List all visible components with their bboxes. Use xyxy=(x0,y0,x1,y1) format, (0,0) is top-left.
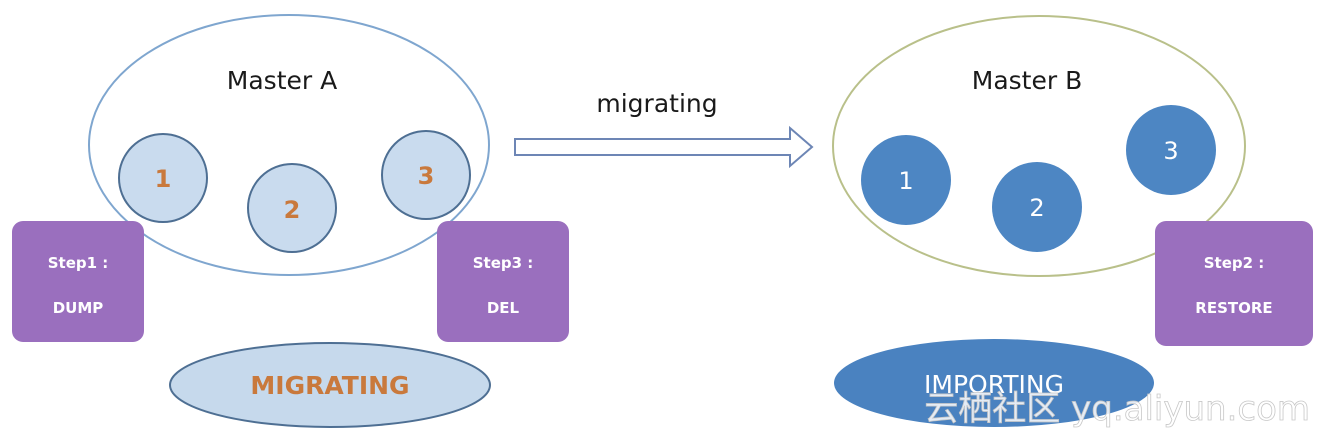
master-a-slot-2: 2 xyxy=(247,163,337,253)
master-a-slot-1: 1 xyxy=(118,133,208,223)
step2-action: RESTORE xyxy=(1195,299,1272,317)
master-b-title: Master B xyxy=(972,66,1082,95)
step1-box-shape xyxy=(12,221,144,342)
step3-action: DEL xyxy=(487,299,520,317)
master-a-node: Master A 1 2 3 xyxy=(88,14,490,276)
importing-pill xyxy=(834,339,1154,427)
master-b-slot-2: 2 xyxy=(992,162,1082,252)
master-a-slot-1-label: 1 xyxy=(155,165,172,193)
step2-label: Step2 : xyxy=(1204,254,1265,272)
master-a-slot-1-circle xyxy=(118,133,208,223)
master-a-title: Master A xyxy=(227,66,337,95)
hollow-arrow-icon xyxy=(514,125,814,169)
master-a-slot-3-circle xyxy=(381,130,471,220)
master-b-node: Master B 1 2 3 xyxy=(832,15,1246,277)
master-b-slot-2-circle xyxy=(992,162,1082,252)
step1-label: Step1 : xyxy=(48,254,109,272)
step3-box-shape xyxy=(437,221,569,342)
step1-action: DUMP xyxy=(53,299,104,317)
master-b-slot-3: 3 xyxy=(1126,105,1216,195)
migrating-state: MIGRATING xyxy=(169,342,491,428)
master-b-outline xyxy=(832,15,1246,277)
master-b-slot-3-circle xyxy=(1126,105,1216,195)
master-a-slot-2-circle xyxy=(247,163,337,253)
step2-box-shape xyxy=(1155,221,1313,346)
watermark-text: 云栖社区 yq.aliyun.com xyxy=(924,389,1310,429)
step1-box: Step1 : DUMP xyxy=(12,221,144,342)
master-a-slot-3: 3 xyxy=(381,130,471,220)
importing-label: IMPORTING xyxy=(924,370,1064,399)
arrow-label: migrating xyxy=(596,89,717,118)
master-b-slot-1: 1 xyxy=(861,135,951,225)
step3-box: Step3 : DEL xyxy=(437,221,569,342)
master-a-slot-2-label: 2 xyxy=(284,196,301,224)
step2-box: Step2 : RESTORE xyxy=(1155,221,1313,346)
migrating-pill xyxy=(169,342,491,428)
master-b-slot-1-circle xyxy=(861,135,951,225)
master-a-outline xyxy=(88,14,490,276)
migrating-arrow: migrating xyxy=(514,89,814,169)
master-b-slot-3-label: 3 xyxy=(1163,137,1178,165)
step3-label: Step3 : xyxy=(473,254,534,272)
master-b-slot-2-label: 2 xyxy=(1029,194,1044,222)
importing-state: IMPORTING xyxy=(834,339,1154,427)
master-a-slot-3-label: 3 xyxy=(418,162,435,190)
master-b-slot-1-label: 1 xyxy=(898,167,913,195)
migrating-label: MIGRATING xyxy=(250,371,409,400)
